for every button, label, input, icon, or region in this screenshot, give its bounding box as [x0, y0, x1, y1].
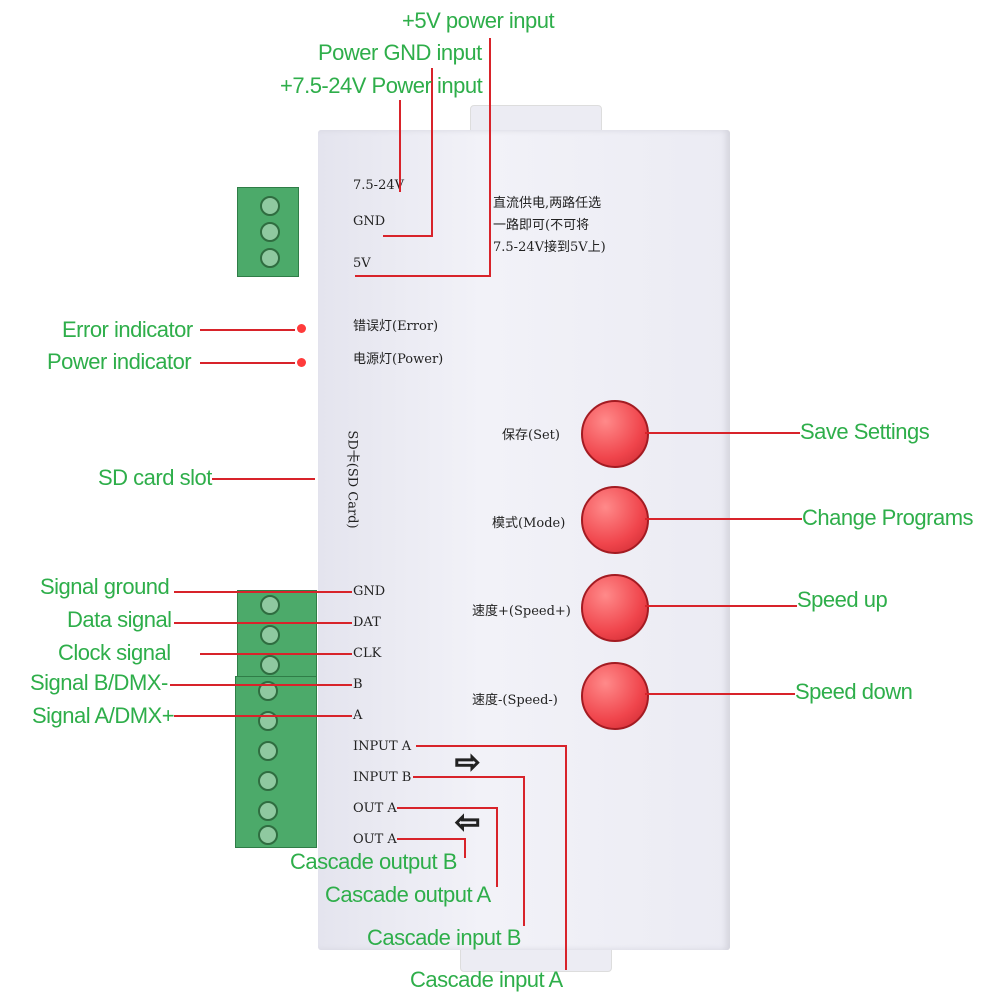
label-data-signal: Data signal — [67, 607, 172, 632]
set-button[interactable] — [581, 400, 649, 468]
print-out-a-1: OUT A — [353, 801, 397, 816]
label-cascade-output-b: Cascade output B — [290, 849, 457, 874]
print-a: A — [353, 708, 363, 723]
label-cascade-input-b: Cascade input B — [367, 925, 521, 950]
print-speed-down: 速度-(Speed-) — [472, 693, 558, 708]
print-error: 错误灯(Error) — [353, 319, 439, 334]
cascade-terminal-block — [235, 676, 317, 848]
print-note-1: 直流供电,两路任选 — [493, 196, 602, 211]
label-change-programs: Change Programs — [802, 505, 974, 530]
label-error-indicator: Error indicator — [62, 317, 193, 342]
label-signal-b: Signal B/DMX- — [30, 670, 168, 695]
print-gnd: GND — [353, 214, 386, 229]
speed-up-button[interactable] — [581, 574, 649, 642]
label-sd-card-slot: SD card slot — [98, 465, 212, 490]
label-power-indicator: Power indicator — [47, 349, 192, 374]
error-led — [297, 324, 306, 333]
print-7.5-24v: 7.5-24V — [353, 178, 404, 193]
print-b: B — [353, 677, 363, 692]
label-speed-down: Speed down — [795, 679, 913, 704]
print-input-a: INPUT A — [353, 739, 412, 754]
print-sd-card: SD卡(SD Card) — [344, 430, 360, 529]
label-power-gnd-input: Power GND input — [318, 40, 482, 65]
mode-button[interactable] — [581, 486, 649, 554]
arrow-right-icon: ⇨ — [454, 746, 481, 779]
power-led — [297, 358, 306, 367]
label-save-settings: Save Settings — [800, 419, 930, 444]
label-cascade-output-a: Cascade output A — [325, 882, 491, 907]
label-clock-signal: Clock signal — [58, 640, 171, 665]
label-5v-power-input: +5V power input — [402, 8, 555, 33]
signal-terminal-block — [237, 590, 317, 688]
print-set: 保存(Set) — [502, 428, 560, 443]
print-note-2: 一路即可(不可将 — [493, 218, 590, 233]
print-speed-up: 速度+(Speed+) — [472, 604, 571, 619]
print-signal-gnd: GND — [353, 584, 386, 599]
print-out-a-2: OUT A — [353, 832, 397, 847]
label-signal-a: Signal A/DMX+ — [32, 703, 175, 728]
arrow-left-icon: ⇦ — [454, 806, 481, 839]
print-input-b: INPUT B — [353, 770, 412, 785]
label-cascade-input-a: Cascade input A — [410, 967, 563, 992]
label-24v-power-input: +7.5-24V Power input — [280, 73, 483, 98]
label-speed-up: Speed up — [797, 587, 888, 612]
print-5v: 5V — [353, 256, 371, 271]
speed-down-button[interactable] — [581, 662, 649, 730]
label-signal-ground: Signal ground — [40, 574, 170, 599]
print-clk: CLK — [353, 646, 382, 661]
print-power: 电源灯(Power) — [353, 352, 444, 367]
print-mode: 模式(Mode) — [492, 516, 566, 531]
print-dat: DAT — [353, 615, 381, 630]
power-terminal-block — [237, 187, 299, 277]
print-note-3: 7.5-24V接到5V上) — [493, 240, 606, 255]
